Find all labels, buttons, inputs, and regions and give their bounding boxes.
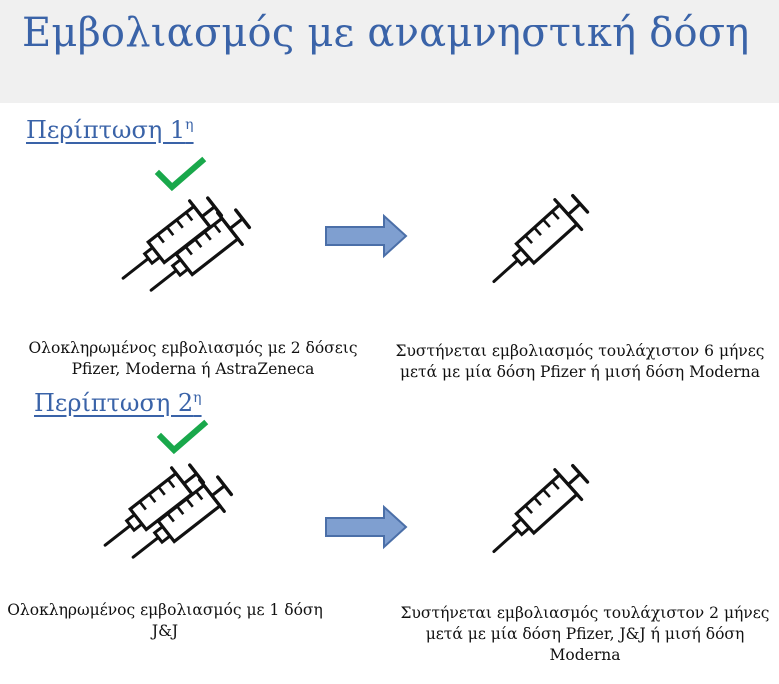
double-syringe-icon	[91, 456, 239, 575]
checkmark-icon	[156, 419, 209, 455]
case-1-heading: Περίπτωση 1η	[26, 116, 194, 144]
case-1-right-caption: Συστήνεται εμβολιασμός τουλάχιστον 6 μήν…	[395, 342, 765, 381]
double-syringe-icon	[109, 189, 257, 308]
right-arrow-icon	[325, 504, 408, 550]
right-arrow-icon	[325, 213, 408, 259]
case-2-heading: Περίπτωση 2η	[34, 389, 202, 417]
title-bar	[0, 0, 779, 103]
case-1-heading-sup: η	[185, 117, 194, 133]
case-1-heading-text: Περίπτωση 1	[26, 116, 186, 144]
page-title: Εμβολιασμός με αναμνηστική δόση	[22, 10, 750, 56]
case-2-left-caption: Ολοκληρωμένος εμβολιασμός με 1 δόση J&J	[7, 601, 323, 640]
case-2-heading-text: Περίπτωση 2	[34, 389, 194, 417]
case-1-left-caption: Ολοκληρωμένος εμβολιασμός με 2 δόσεις Pf…	[28, 339, 358, 378]
syringe-icon	[478, 457, 596, 569]
case-2-heading-sup: η	[193, 390, 202, 406]
checkmark-icon	[154, 156, 207, 192]
syringe-icon	[478, 187, 596, 299]
case-2-right-caption: Συστήνεται εμβολιασμός τουλάχιστον 2 μήν…	[400, 604, 770, 664]
